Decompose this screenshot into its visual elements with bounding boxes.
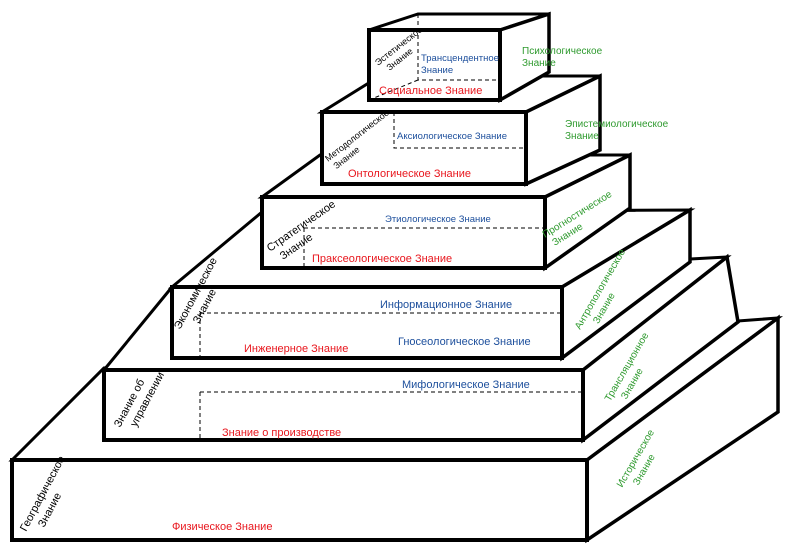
level-ontological-back-label: Аксиологическое Знание (397, 131, 507, 142)
level-engineering-front-face (170, 285, 564, 360)
level-praxeological-hidden-edges (303, 227, 545, 268)
level-ontological-right-label: Эпистемиологическое Знание (565, 119, 671, 142)
level-social: Трансцендентное Знание Социальное Знание… (367, 11, 605, 104)
level-engineering-hidden-edges (199, 312, 562, 358)
level-ontological-hidden-edges (393, 112, 526, 149)
level-social-hidden-edges (368, 14, 500, 101)
level-physical-front-label: Физическое Знание (172, 521, 272, 533)
level-social-front-label: Социальное Знание (379, 85, 482, 97)
level-praxeological-back-label: Этиологическое Знание (385, 214, 491, 225)
level-physical-front-face (10, 458, 589, 542)
level-social-right-label: Психологическое Знание (522, 46, 605, 69)
level-production-front-label: Знание о производстве (222, 427, 341, 439)
level-engineering-back-label: Информационное Знание (380, 299, 512, 311)
level-praxeological-front-face (260, 195, 547, 270)
level-engineering-front-label: Инженерное Знание (244, 343, 348, 355)
level-praxeological-front-label: Праксеологическое Знание (312, 253, 452, 265)
level-praxeological: Этиологическое Знание Праксеологическое … (257, 152, 632, 272)
level-engineering-back2-label: Гносеологическое Знание (398, 336, 531, 348)
level-ontological-front-label: Онтологическое Знание (348, 168, 471, 180)
level-production-back-label: Мифологическое Знание (402, 379, 530, 391)
level-production-hidden-edges (199, 391, 583, 440)
level-production-front-face (102, 368, 585, 442)
level-social-front-face (367, 28, 502, 102)
level-social-back-label: Трансцендентное Знание (421, 53, 502, 76)
